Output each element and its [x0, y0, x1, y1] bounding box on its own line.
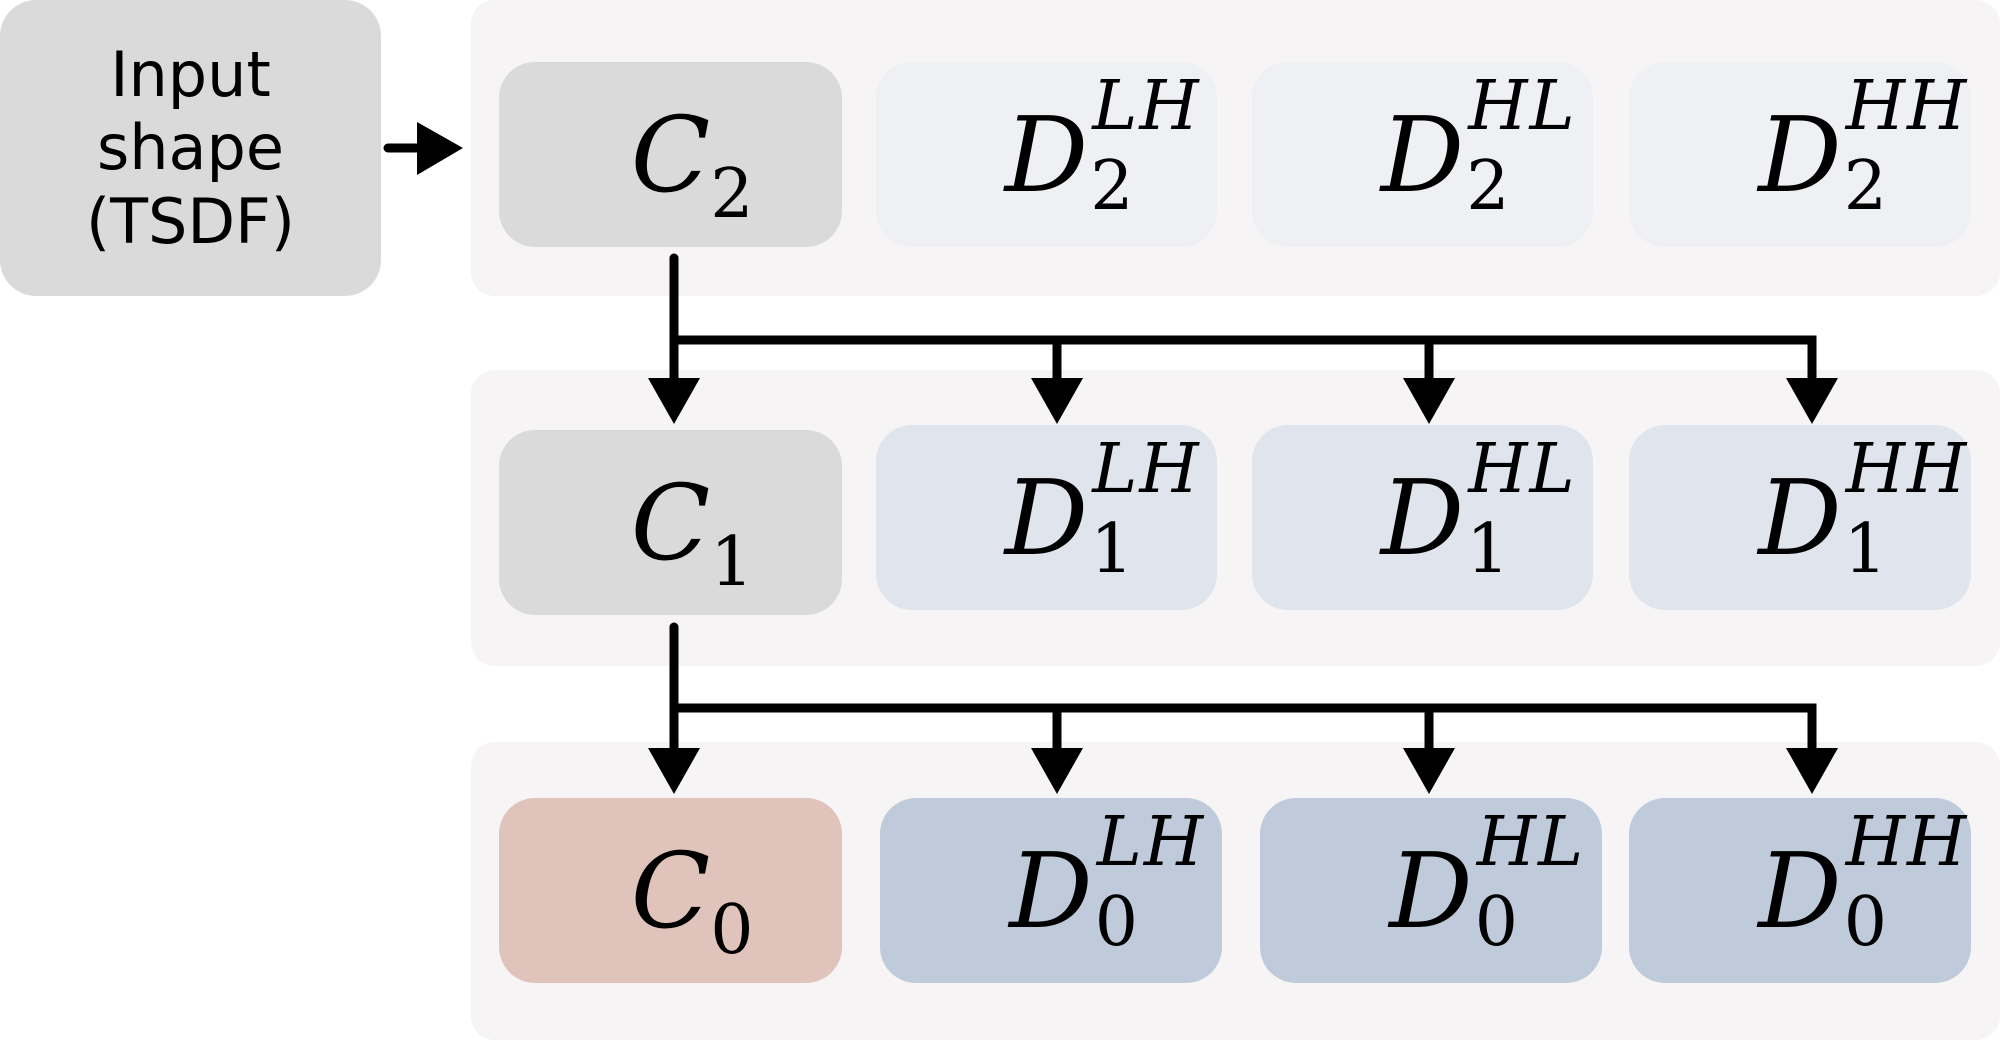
d0-hh-superscript: HH	[1845, 802, 1969, 882]
d1-hl-subscript: 1	[1466, 509, 1510, 589]
d0-lh-subscript: 0	[1094, 882, 1138, 962]
d0-lh-superscript: LH	[1096, 802, 1206, 882]
d1-hl-base: D	[1380, 456, 1465, 579]
input-label-line-3: (TSDF)	[85, 184, 295, 258]
d0-hh-base: D	[1758, 829, 1842, 952]
input-shape-box: Input shape (TSDF)	[0, 0, 381, 296]
d1-hh-superscript: HH	[1845, 429, 1969, 509]
d2-hh-base: D	[1758, 93, 1842, 216]
c2-subscript: 2	[710, 154, 754, 234]
d2-lh-subscript: 2	[1090, 146, 1134, 226]
d1-hh-subscript: 1	[1843, 509, 1887, 589]
d2-hh-subscript: 2	[1843, 146, 1887, 226]
d0-hl-base: D	[1389, 829, 1473, 952]
d1-lh-superscript: LH	[1092, 429, 1201, 509]
d2-lh-superscript: LH	[1092, 66, 1201, 146]
level1-to-level0-connectors	[648, 622, 1838, 794]
input-label-line-1: Input	[110, 38, 271, 112]
d1-lh-base: D	[1004, 456, 1089, 579]
d0-lh-base: D	[1009, 829, 1093, 952]
d2-hh-superscript: HH	[1845, 66, 1969, 146]
d2-hl-subscript: 2	[1466, 146, 1510, 226]
c1-base: C	[630, 461, 711, 584]
d1-hh-base: D	[1758, 456, 1842, 579]
level2-to-level1-connectors	[648, 253, 1838, 424]
d2-hl-superscript: HL	[1468, 66, 1577, 146]
d0-hl-superscript: HL	[1476, 802, 1586, 882]
c2-base: C	[630, 93, 711, 216]
input-label-line-2: shape	[96, 111, 285, 185]
input-arrow	[383, 122, 463, 175]
d0-hh-subscript: 0	[1843, 882, 1887, 962]
d2-hl-base: D	[1380, 93, 1465, 216]
c0-base: C	[630, 829, 711, 952]
d1-hl-superscript: HL	[1468, 429, 1577, 509]
d1-lh-subscript: 1	[1090, 509, 1134, 589]
d2-lh-base: D	[1004, 93, 1089, 216]
c0-subscript: 0	[710, 890, 754, 970]
d0-hl-subscript: 0	[1474, 882, 1518, 962]
c1-subscript: 1	[710, 522, 754, 602]
